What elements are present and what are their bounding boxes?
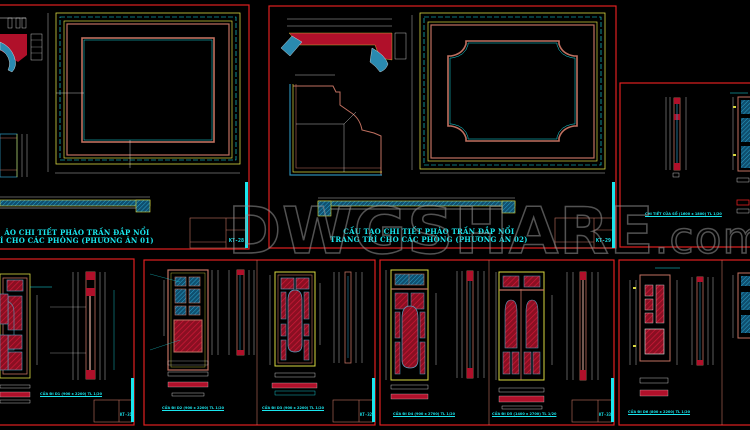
cornice-section-detail <box>280 18 407 73</box>
molding-profile-detail <box>0 133 28 178</box>
sheet-7-caption: CỬA ĐI D6 (800 x 2200) TL 1/20 <box>628 410 691 414</box>
dwgshare-watermark: DWGSHARE.com <box>227 195 750 269</box>
sheet-4-number: KT-31 <box>120 412 133 417</box>
ceiling-plan-option-1 <box>47 12 241 174</box>
sheet-kt-29[interactable] <box>268 5 617 249</box>
door-section <box>50 271 115 380</box>
sheet-window-detail[interactable] <box>619 82 750 248</box>
cornice-section-detail <box>0 17 43 73</box>
door-section <box>566 271 599 381</box>
door-elevation <box>0 273 52 404</box>
sheet-6-caption-right: CỬA ĐI D5 (1400 x 2700) TL 1/20 <box>492 412 557 416</box>
title-block <box>554 182 615 249</box>
title-block <box>332 378 375 423</box>
sheet-5-caption-right: CỬA ĐI D3 (900 x 2200) TL 1/20 <box>262 406 325 410</box>
door-elevation <box>629 267 680 397</box>
ceiling-plan-option-2 <box>411 12 606 174</box>
window-elevation <box>730 92 750 214</box>
door-elevation-transom <box>385 269 437 400</box>
sheet-4-caption: CỬA ĐI D1 (900 x 2200) TL 1/20 <box>40 392 103 396</box>
door-section <box>333 271 363 364</box>
title-block <box>189 182 248 249</box>
sheet-2-title: CẤU TẠO CHI TIẾT PHÀO TRẦN ĐẮP NỔI TRANG… <box>330 227 528 244</box>
door-elevation-double <box>495 271 553 410</box>
corner-molding-profile <box>289 74 382 176</box>
window-elevation-partial <box>732 272 750 339</box>
sheet-door-d2-d3[interactable] <box>143 259 376 426</box>
sheet-6-number: KT-33 <box>599 412 612 417</box>
sheet-6-caption-left: CỬA ĐI D4 (900 x 2700) TL 1/20 <box>393 412 456 416</box>
title-block <box>93 378 134 423</box>
door-section <box>456 270 485 379</box>
cornice-long-section <box>317 197 516 217</box>
cornice-long-section <box>0 196 151 213</box>
sheet-1-title: ÁO CHI TIẾT PHÀO TRẦN ĐẮP NỔI Í CHO CÁC … <box>0 228 154 245</box>
door-section <box>691 276 714 366</box>
door-elevation-arched <box>269 271 321 396</box>
title-block <box>571 378 614 423</box>
sheet-door-d1[interactable] <box>0 258 135 426</box>
sheet-3-caption: CHI TIẾT CỬA SỔ (1600 x 1800) TL 1/20 <box>645 212 722 216</box>
door-elevation-glass <box>149 269 209 397</box>
sheet-door-d6[interactable] <box>618 259 750 426</box>
door-section <box>211 269 255 356</box>
sheet-kt-28[interactable] <box>0 4 250 250</box>
sheet-door-d4-d5[interactable] <box>379 259 615 426</box>
window-section <box>665 97 687 178</box>
sheet-5-number: KT-32 <box>360 412 373 417</box>
sheet-5-caption-left: CỬA ĐI D2 (900 x 2200) TL 1/20 <box>162 406 225 410</box>
sheet-1-number: KT-28 <box>229 238 245 244</box>
sheet-2-number: KT-29 <box>596 238 612 244</box>
